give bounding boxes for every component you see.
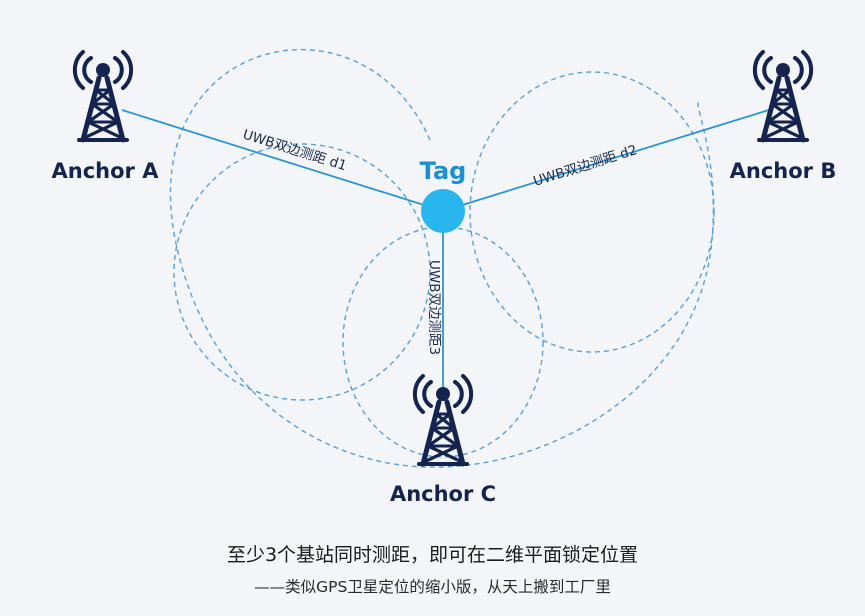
tag-label: Tag <box>420 157 467 185</box>
tag: Tag <box>420 157 467 233</box>
anchor-label: Anchor C <box>390 482 496 506</box>
cell-tower-icon <box>755 52 811 140</box>
range-circle-a <box>173 143 431 401</box>
anchor-b: Anchor B <box>730 52 837 183</box>
range-circle-b <box>469 71 715 353</box>
range-label-d2: UWB双边测距 d2 <box>531 142 639 190</box>
range-label-d1: UWB双边测距 d1 <box>241 127 349 175</box>
cell-tower-icon <box>75 52 131 140</box>
caption-main: 至少3个基站同时测距，即可在二维平面锁定位置 <box>226 544 639 566</box>
anchor-label: Anchor A <box>52 159 160 183</box>
anchor-a: Anchor A <box>52 52 160 183</box>
range-circle-outer <box>169 48 714 468</box>
cell-tower-icon <box>415 376 471 464</box>
range-line-d1 <box>121 109 444 212</box>
range-line-d2 <box>442 108 773 212</box>
anchor-c: Anchor C <box>390 376 496 506</box>
anchor-label: Anchor B <box>730 159 837 183</box>
caption-sub: ——类似GPS卫星定位的缩小版，从天上搬到工厂里 <box>254 578 611 596</box>
range-label-d3: UWB双边测距3 <box>426 260 442 355</box>
tag-dot <box>421 189 465 233</box>
